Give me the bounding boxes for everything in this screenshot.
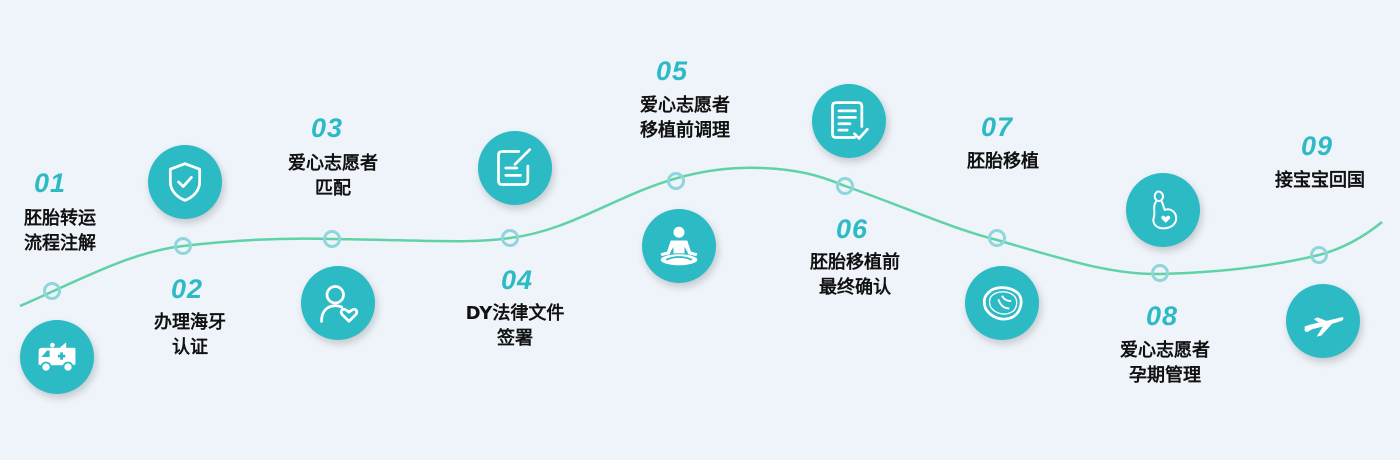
pregnant-woman-icon [1126,173,1200,247]
step-number: 03 [310,113,344,143]
step-label-line: 流程注解 [24,233,96,254]
step-label: 胚胎转运流程注解 [24,206,96,256]
timeline-node [43,282,61,300]
step-number: 08 [1145,301,1179,331]
step-number: 01 [33,168,67,198]
step-label-line: 接宝宝回国 [1275,170,1365,191]
user-heart-icon [301,266,375,340]
ambulance-icon [20,320,94,394]
step-label: 爱心志愿者孕期管理 [1120,338,1210,388]
step-label-line: 胚胎转运 [24,208,96,229]
step-label-line: 最终确认 [819,277,891,298]
step-label: 爱心志愿者匹配 [288,151,378,201]
step-number: 07 [980,112,1014,142]
embryo-icon [965,266,1039,340]
step-label-line: 爱心志愿者 [288,153,378,174]
step-number: 06 [835,214,869,244]
step-label-line: 胚胎移植 [967,151,1039,172]
step-label-line: 胚胎移植前 [810,252,900,273]
step-label: 爱心志愿者移植前调理 [640,93,730,143]
step-number: 05 [655,56,689,86]
airplane-icon [1286,284,1360,358]
timeline-node [323,230,341,248]
step-label-line: 办理海牙 [154,312,226,333]
step-label-line: 孕期管理 [1129,365,1201,386]
timeline-line [19,166,1383,308]
step-label-line: DY法律文件 [465,303,565,324]
step-label-line: 认证 [172,337,208,358]
step-label: 办理海牙认证 [154,310,226,360]
step-label-line: 爱心志愿者 [640,95,730,116]
meditation-icon [642,209,716,283]
shield-check-icon [148,145,222,219]
step-number: 04 [500,265,534,295]
timeline-node [174,237,192,255]
timeline-node [1151,264,1169,282]
timeline-node [1310,246,1328,264]
step-label: 胚胎移植 [967,149,1039,174]
step-label-line: 爱心志愿者 [1120,340,1210,361]
checklist-icon [812,84,886,158]
timeline-node [988,229,1006,247]
step-label: 接宝宝回国 [1275,168,1365,193]
step-label: DY法律文件签署 [466,301,565,351]
step-label-line: 签署 [496,328,533,349]
step-label: 胚胎移植前最终确认 [810,250,900,300]
step-label-line: 匹配 [315,178,351,199]
timeline-node [501,229,519,247]
edit-document-icon [478,131,552,205]
timeline-node [667,172,685,190]
step-number: 09 [1300,131,1334,161]
step-number: 02 [170,274,204,304]
timeline-node [836,177,854,195]
step-label-line: 移植前调理 [640,120,730,141]
